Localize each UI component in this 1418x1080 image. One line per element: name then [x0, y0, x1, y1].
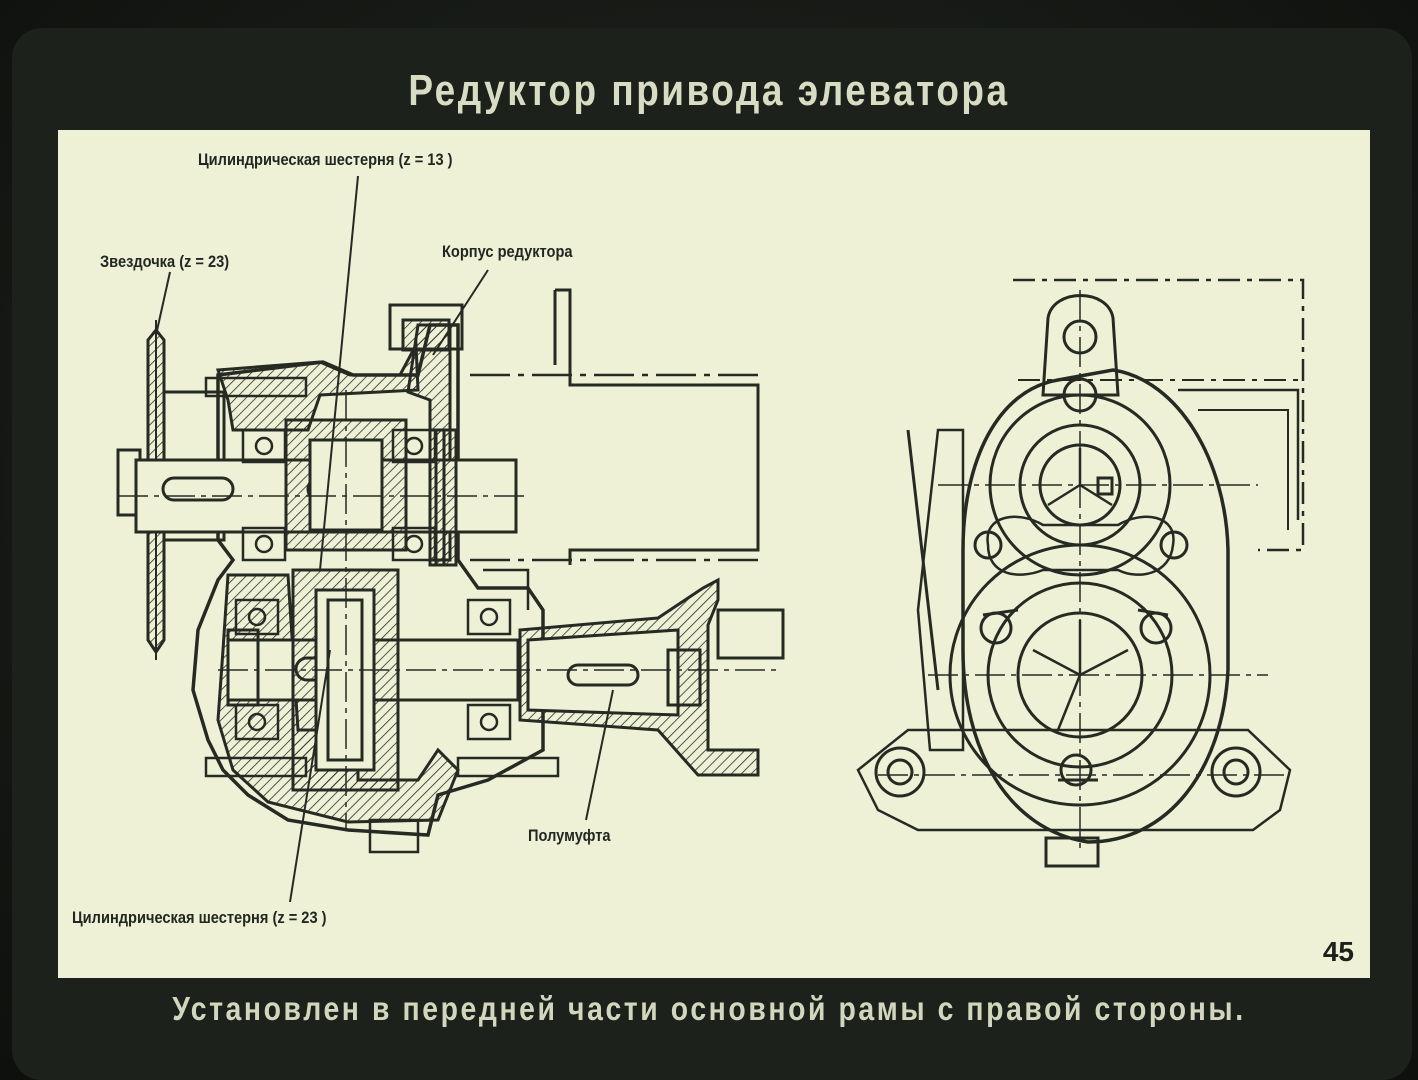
- gearbox-drawing: [116, 175, 1305, 903]
- page-number: 45: [1322, 936, 1354, 967]
- label-gear-z13: Цилиндрическая шестерня (z = 13 ): [198, 150, 453, 169]
- label-housing: Корпус редуктора: [442, 242, 573, 261]
- end-view: [856, 278, 1305, 868]
- slide-title: Редуктор привода элеватора: [408, 66, 1010, 115]
- sectional-view: [116, 288, 785, 854]
- label-half-coupling: Полумуфта: [528, 826, 611, 845]
- label-gear-z23: Цилиндрическая шестерня (z = 23 ): [72, 908, 327, 927]
- drawing-panel: Цилиндрическая шестерня (z = 13 ) Звездо…: [58, 130, 1370, 978]
- label-sprocket: Звездочка (z = 23): [100, 252, 230, 271]
- leader-lines: [155, 175, 614, 903]
- slide-caption: Установлен в передней части основной рам…: [172, 990, 1246, 1027]
